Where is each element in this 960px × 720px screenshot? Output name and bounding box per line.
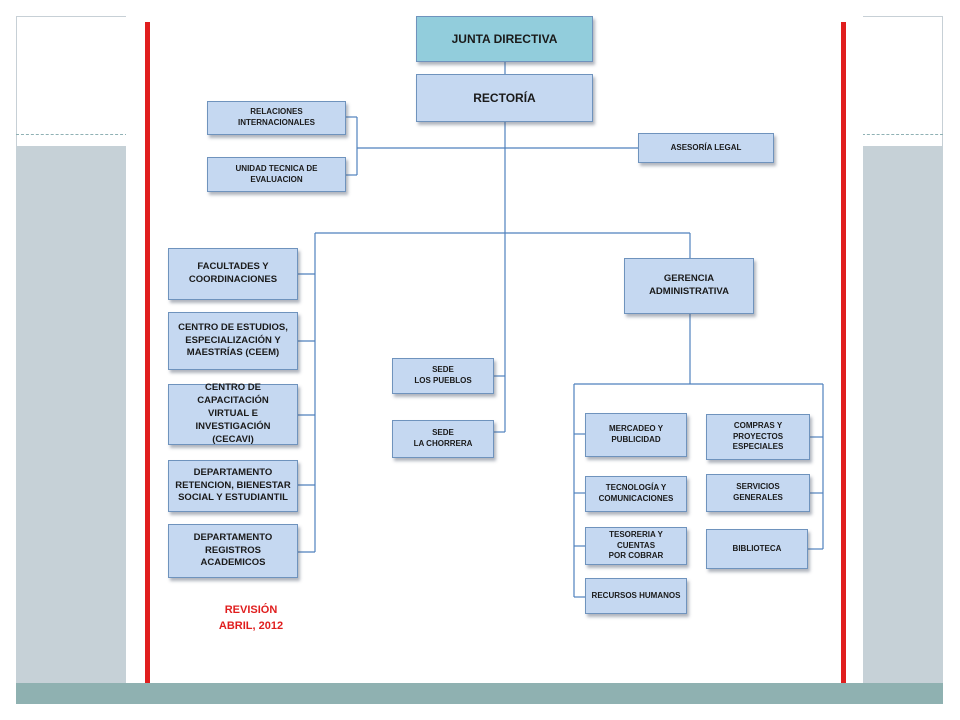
gray-band-left xyxy=(16,146,128,683)
dashed-divider-right xyxy=(862,134,943,135)
node-biblioteca: BIBLIOTECA xyxy=(706,529,808,569)
gray-band-right xyxy=(862,146,943,683)
node-cecavi: CENTRO DE CAPACITACIÓN VIRTUAL E INVESTI… xyxy=(168,382,298,445)
red-border-right xyxy=(841,22,846,683)
revision-note: REVISIÓN ABRIL, 2012 xyxy=(218,604,284,632)
node-sede-los-pueblos: SEDE LOS PUEBLOS xyxy=(392,358,494,394)
dashed-divider-left xyxy=(16,134,128,135)
node-gerencia-administrativa: GERENCIA ADMINISTRATIVA xyxy=(624,258,754,314)
node-unidad-tecnica: UNIDAD TECNICA DE EVALUACION xyxy=(207,157,346,192)
node-tecnologia: TECNOLOGÍA Y COMUNICACIONES xyxy=(585,476,687,512)
node-ceem: CENTRO DE ESTUDIOS, ESPECIALIZACIÓN Y MA… xyxy=(168,312,298,370)
node-sede-la-chorrera: SEDE LA CHORRERA xyxy=(392,420,494,458)
node-junta-directiva: JUNTA DIRECTIVA xyxy=(416,16,593,62)
node-rectoria: RECTORÍA xyxy=(416,74,593,122)
node-facultades: FACULTADES Y COORDINACIONES xyxy=(168,248,298,300)
node-servicios-generales: SERVICIOS GENERALES xyxy=(706,474,810,512)
footer-band xyxy=(16,683,943,704)
node-compras: COMPRAS Y PROYECTOS ESPECIALES xyxy=(706,414,810,460)
node-recursos-humanos: RECURSOS HUMANOS xyxy=(585,578,687,614)
node-mercadeo: MERCADEO Y PUBLICIDAD xyxy=(585,413,687,457)
node-registros: DEPARTAMENTO REGISTROS ACADEMICOS xyxy=(168,524,298,578)
node-tesoreria: TESORERIA Y CUENTAS POR COBRAR xyxy=(585,527,687,565)
node-bienestar: DEPARTAMENTO RETENCION, BIENESTAR SOCIAL… xyxy=(168,460,298,512)
node-asesoria-legal: ASESORÍA LEGAL xyxy=(638,133,774,163)
node-relaciones-internacionales: RELACIONES INTERNACIONALES xyxy=(207,101,346,135)
red-border-left xyxy=(145,22,150,683)
